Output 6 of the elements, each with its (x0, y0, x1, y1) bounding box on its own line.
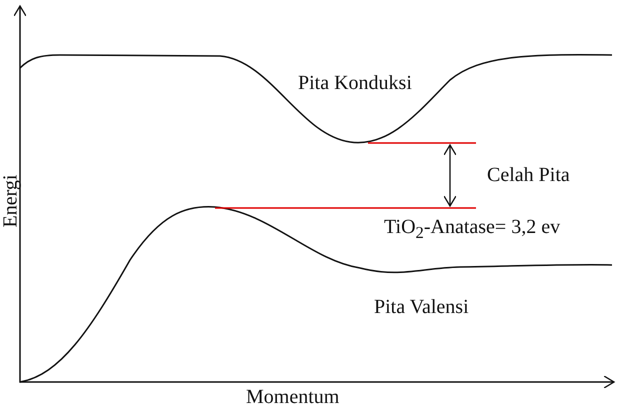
axis-title: Energi (0, 174, 22, 228)
band-gap-value: TiO$_{2}$-Anatase= 3,2 ev (384, 216, 560, 242)
band-label: Pita Valensi (374, 296, 469, 318)
band-gap-label: Celah Pita (487, 164, 570, 186)
axis-title: Momentum (246, 386, 340, 408)
band-label: Pita Konduksi (298, 72, 412, 94)
